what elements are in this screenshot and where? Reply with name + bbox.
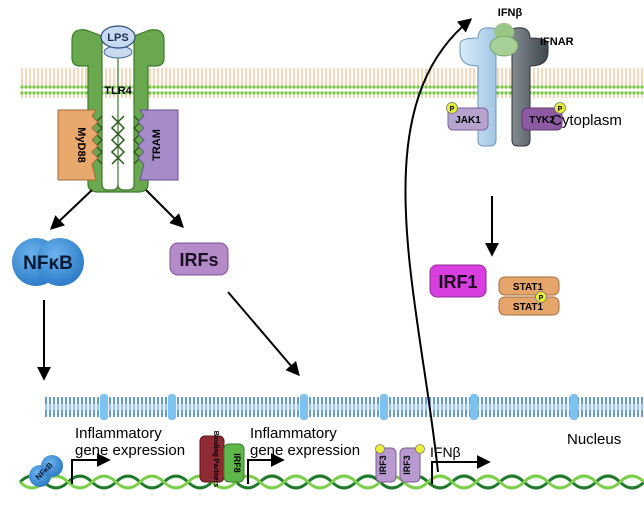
jak1-label: JAK1 [455, 115, 481, 126]
irf3-a-label: IRF3 [378, 455, 388, 475]
tlr4-label: TLR4 [104, 85, 132, 97]
irf3-a-phospho-icon [375, 444, 385, 454]
tyk2-phospho-label: P [558, 106, 563, 113]
lps-label: LPS [107, 32, 128, 44]
ifnb-top-label: IFNβ [498, 7, 523, 19]
arrow-ifnb-expression [431, 455, 491, 484]
tram-label: TRAM [151, 129, 163, 161]
arrow-inflam-expression-2 [247, 453, 285, 484]
stat1-dimer: STAT1 STAT1 P [498, 276, 560, 316]
tyk2-phospho-icon [554, 102, 566, 114]
inflam2-line2: gene expression [250, 442, 360, 459]
jak1-kinase: JAK1 P [446, 102, 489, 131]
arrow-inflam-expression-1 [71, 453, 111, 484]
lps-ligand: LPS [100, 25, 136, 49]
irf3-b-label: IRF3 [402, 455, 412, 475]
tlr4-receptor: TLR4 [71, 29, 165, 193]
ifnar-receptor: IFNβ IFNAR [459, 7, 574, 147]
stat1-phospho-label: P [539, 295, 544, 302]
irf3-dimer: IRF3 IRF3 [375, 444, 425, 483]
irf1-box: IRF1 [429, 264, 487, 298]
plasma-membrane [20, 68, 644, 98]
irf3-b-phospho-icon [415, 444, 425, 454]
nfkb-dna-bound: NFκB [29, 455, 63, 487]
inflam2-line1: Inflammatory [250, 425, 337, 442]
irf8-box: IRF8 [223, 443, 245, 483]
stat1-bottom-label: STAT1 [513, 302, 544, 313]
cytoplasm-label: Cytoplasm [551, 112, 622, 129]
ifnar-label: IFNAR [540, 36, 574, 48]
arrow-irfs-to-nucleus [227, 291, 300, 377]
arrow-ifnb-secretion [404, 18, 473, 473]
inflam1-line2: gene expression [75, 442, 185, 459]
nuclear-membrane [45, 394, 644, 420]
inflam1-line1: Inflammatory [75, 425, 162, 442]
binding-partners-label: Binding Partners [212, 431, 219, 488]
jak1-phospho-icon [446, 102, 458, 114]
irfs-box: IRFs [169, 242, 229, 276]
arrow-tram-to-irfs [145, 189, 184, 228]
dna-strand [18, 474, 644, 490]
nucleus-label: Nucleus [567, 431, 621, 448]
irf1-label: IRF1 [438, 272, 477, 292]
nfkb-complex: NFκB [12, 238, 84, 286]
nfkb-label: NFκB [23, 253, 73, 274]
stat1-top-label: STAT1 [513, 282, 544, 293]
irf8-label: IRF8 [232, 453, 242, 473]
tyk2-label: TYK2 [529, 115, 555, 126]
stat1-phospho-icon [535, 291, 547, 303]
ifnb-gene-label: IFNβ [430, 444, 461, 460]
myd88-adaptor: MyD88 [57, 109, 99, 181]
myd88-label: MyD88 [75, 127, 87, 162]
jak1-phospho-label: P [450, 106, 455, 113]
arrow-myd88-to-nfkb [49, 189, 93, 230]
tyk2-kinase: TYK2 P [521, 102, 566, 131]
irfs-label: IRFs [179, 250, 218, 270]
tram-adaptor: TRAM [137, 109, 179, 181]
binding-partners-box: Binding Partners [199, 431, 225, 488]
